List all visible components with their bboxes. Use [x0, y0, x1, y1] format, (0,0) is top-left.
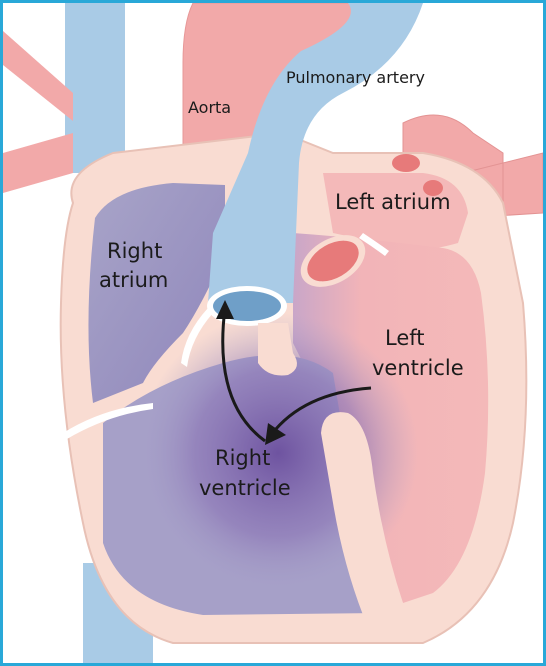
- left-vessel-stubs: [3, 31, 73, 193]
- pulmonary-vein-opening-1: [392, 154, 420, 172]
- label-right-ventricle-line1: Right: [215, 446, 270, 470]
- pulmonary-artery-opening: [207, 286, 287, 326]
- label-right-ventricle-line2: ventricle: [199, 476, 291, 500]
- label-right-atrium-line1: Right: [107, 239, 162, 263]
- label-left-atrium: Left atrium: [335, 190, 451, 214]
- label-left-ventricle-line1: Left: [385, 326, 425, 350]
- label-right-atrium-line2: atrium: [99, 268, 168, 292]
- heart-diagram: Aorta Pulmonary artery Left atrium Right…: [3, 3, 543, 663]
- label-pulmonary-artery: Pulmonary artery: [286, 68, 425, 87]
- label-left-ventricle-line2: ventricle: [372, 356, 464, 380]
- label-aorta: Aorta: [188, 98, 231, 117]
